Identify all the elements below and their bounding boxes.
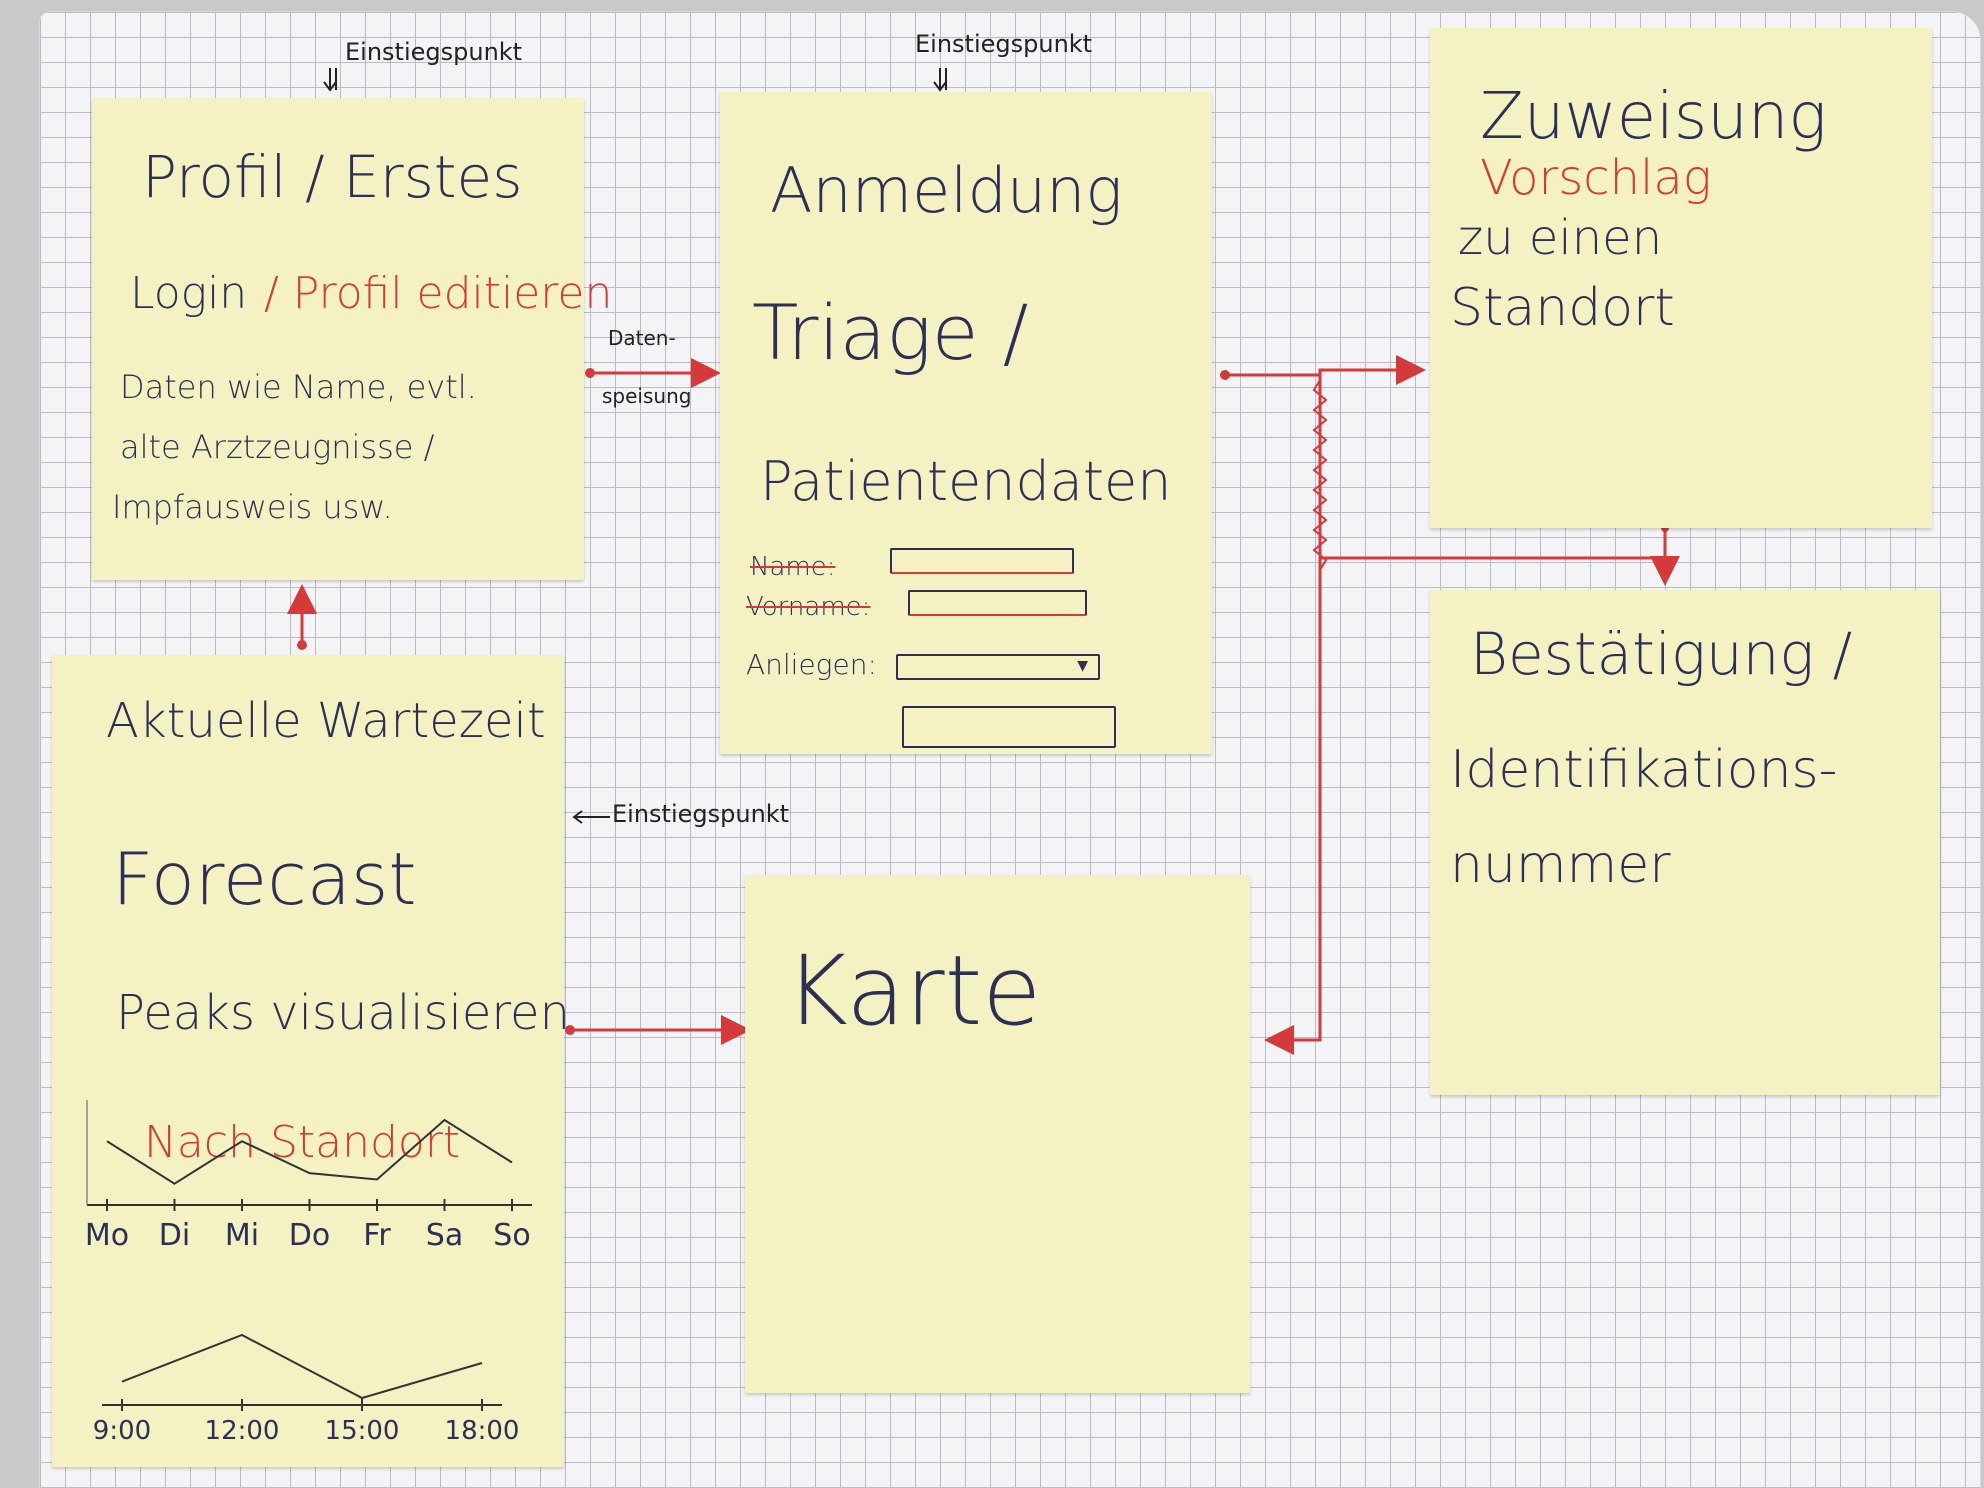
zuweisung-title: Zuweisung [1480, 80, 1827, 154]
wartezeit-title: Aktuelle Wartezeit [106, 693, 546, 749]
profil-body-line: Impfausweis usw. [112, 488, 393, 526]
series-line [106, 1118, 513, 1185]
peaks-label: Peaks visualisieren [116, 985, 571, 1041]
anliegen-select-sketch: ▼ [896, 654, 1100, 680]
bestaetigung-title: Bestätigung / [1470, 620, 1853, 688]
entry-point-label: Einstiegspunkt [345, 38, 523, 66]
vorname-input-sketch [908, 590, 1087, 616]
tick-label: 18:00 [445, 1416, 520, 1446]
vorschlag-label: Vorschlag [1480, 150, 1712, 206]
tick-label: Di [159, 1218, 190, 1253]
tick-label: 12:00 [205, 1416, 280, 1446]
entry-arrow-3 [572, 810, 610, 824]
profil-editieren-label: / Profil editieren [264, 268, 613, 319]
zuweisung-line: Standort [1450, 278, 1675, 338]
triage-label: Triage / [752, 288, 1029, 377]
connector-vertical [1264, 375, 1322, 1055]
sticky-note-anmeldung: Anmeldung Triage / Patientendaten Name: … [720, 92, 1212, 754]
zuweisung-line: zu einen [1458, 210, 1663, 266]
tick-label: So [493, 1218, 530, 1253]
tick-label: Fr [363, 1218, 391, 1253]
entry-point-label: Einstiegspunkt [915, 30, 1093, 58]
tick-label: Sa [426, 1218, 463, 1253]
patientendaten-label: Patientendaten [760, 450, 1172, 513]
series-line [121, 1333, 483, 1400]
tick-label: 9:00 [93, 1416, 151, 1446]
bestaetigung-line: nummer [1450, 835, 1671, 895]
login-label: Login [130, 268, 248, 319]
arrow-to-bestaetigung [1320, 556, 1680, 586]
sticky-note-wartezeit: Aktuelle Wartezeit Forecast Peaks visual… [52, 655, 570, 1467]
datenspeisung-label-2: speisung [602, 384, 692, 408]
profil-body-line: Daten wie Name, evtl. [120, 368, 477, 406]
field-vorname-label: Vorname: [746, 592, 871, 622]
sticky-note-karte: Karte [745, 875, 1250, 1393]
entry-arrow-2 [933, 68, 947, 92]
entry-point-label: Einstiegspunkt [612, 800, 790, 828]
tick-label: Mi [225, 1218, 259, 1253]
sticky-note-profil: Profil / Erstes Login / Profil editieren… [92, 98, 612, 580]
chevron-down-icon: ▼ [1077, 658, 1088, 674]
nach-standort-label: Nach Standort [144, 1117, 461, 1168]
profil-body-line: alte Arztzeugnisse / [120, 428, 435, 466]
field-name-label: Name: [750, 552, 836, 582]
name-input-sketch [890, 548, 1074, 574]
bestaetigung-line: Identifikations- [1450, 740, 1838, 800]
forecast-label: Forecast [112, 837, 417, 921]
datenspeisung-label-1: Daten- [608, 326, 676, 350]
anmeldung-title: Anmeldung [770, 154, 1123, 227]
tick-label: Mo [85, 1218, 129, 1253]
weekly-chart: Mo Di Mi Do Fr Sa So [85, 1100, 532, 1253]
anliegen-textarea-sketch [902, 706, 1116, 748]
tick-label: 15:00 [325, 1416, 400, 1446]
daily-chart: 9:00 12:00 15:00 18:00 [93, 1333, 520, 1446]
field-anliegen-label: Anliegen: [746, 648, 877, 681]
karte-title: Karte [785, 935, 1042, 1047]
entry-arrow-1 [323, 68, 337, 92]
sticky-note-bestaetigung: Bestätigung / Identifikations- nummer [1430, 590, 1940, 1095]
tick-label: Do [289, 1218, 330, 1253]
profil-title: Profil / Erstes [142, 143, 523, 211]
sticky-note-zuweisung: Zuweisung Vorschlag zu einen Standort [1430, 28, 1932, 528]
arrow-anmeldung-zuweisung [1225, 355, 1426, 385]
